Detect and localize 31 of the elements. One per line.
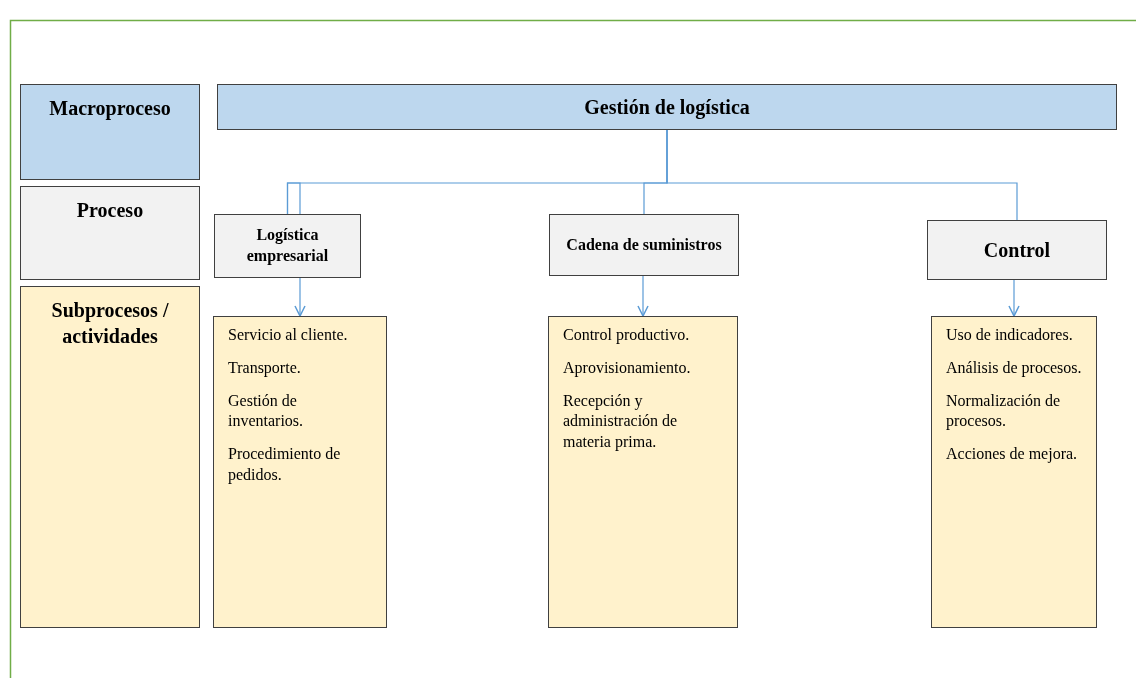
activity-text: Uso de indicadores.	[946, 325, 1074, 345]
process-box	[549, 214, 739, 276]
activity-text: Servicio al cliente.	[228, 325, 349, 345]
process-box	[927, 220, 1107, 280]
activity-text: Gestión de inventarios.	[228, 390, 305, 432]
activity-text: Aprovisionamiento.	[563, 357, 692, 379]
arrow	[637, 275, 649, 317]
heading-text: Control	[982, 238, 1052, 263]
activity-box	[548, 316, 738, 628]
heading-text: Proceso	[75, 198, 145, 223]
activity-text: Control productivo.	[563, 325, 691, 346]
process-box	[217, 84, 1117, 130]
heading-text: Macroproceso	[48, 96, 172, 121]
heading-text: Cadena de suministros	[565, 234, 723, 255]
arrow	[1008, 279, 1020, 317]
connector-line	[666, 129, 1018, 221]
activity-text: Normalización de procesos.	[946, 390, 1062, 432]
activity-box	[931, 316, 1097, 628]
activity-text: Procedimiento de pedidos.	[228, 444, 342, 486]
heading-text: Gestión de logística	[583, 95, 751, 120]
activity-text: Análisis de procesos.	[946, 357, 1082, 379]
process-box	[214, 214, 361, 278]
row-header-box	[20, 286, 200, 628]
activity-text: Recepción y administración de materia prima.	[563, 390, 679, 453]
activity-text: Acciones de mejora.	[946, 444, 1079, 465]
activity-box	[213, 316, 387, 628]
heading-text: Logística empresarial	[245, 225, 330, 267]
activity-text: Transporte.	[228, 357, 302, 379]
heading-text: Subprocesos / actividades	[50, 298, 170, 349]
row-header-box	[20, 84, 200, 180]
row-header-box	[20, 186, 200, 280]
